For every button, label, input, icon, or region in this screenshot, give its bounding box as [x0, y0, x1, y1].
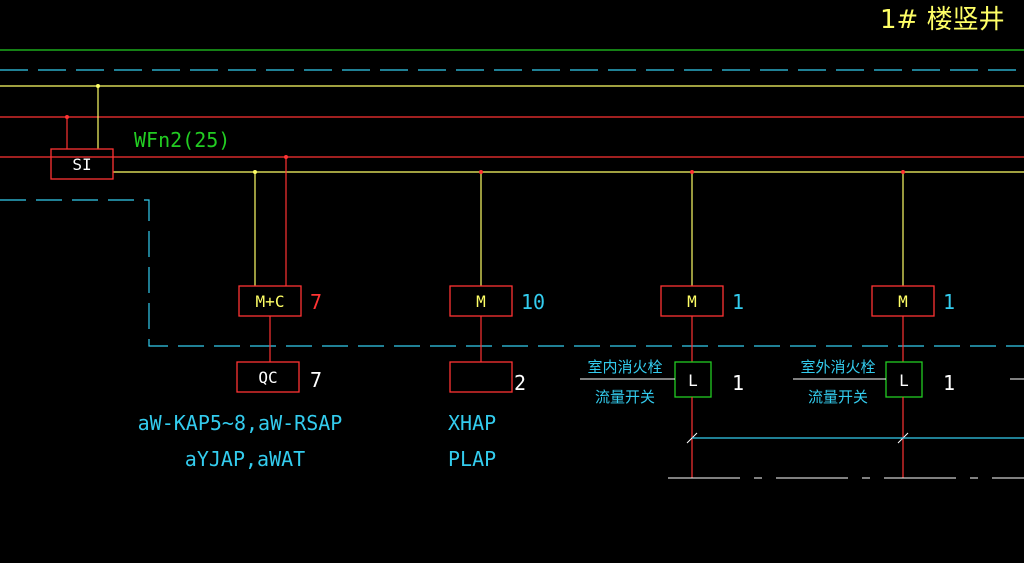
flow-switch-1-label: L — [688, 371, 698, 390]
device-notes-left-line2: aYJAP,aWAT — [185, 447, 305, 471]
cyan-dashed-boundary — [0, 199, 1024, 347]
flow-switch-1-count: 1 — [732, 371, 744, 395]
junction-dot — [901, 170, 905, 174]
module-1-count: 7 — [310, 290, 322, 314]
junction-dot — [65, 115, 69, 119]
blank-box — [449, 361, 513, 393]
flow-switch-2-line1: 室外消火栓 — [800, 358, 875, 376]
qc-count: 7 — [310, 368, 322, 392]
junction-dot — [479, 170, 483, 174]
flow-switch-2-count: 1 — [943, 371, 955, 395]
module-4-count: 1 — [943, 290, 955, 314]
qc-label: QC — [258, 368, 277, 387]
bus-label: WFn2(25) — [134, 128, 230, 152]
qc-box — [236, 361, 300, 393]
si-panel-label: SI — [72, 155, 91, 174]
junction-dot — [253, 170, 257, 174]
module-1-label: M+C — [256, 292, 285, 311]
flow-switch-2-label: L — [899, 371, 909, 390]
module-3-label: M — [687, 292, 697, 311]
junction-dot — [96, 84, 100, 88]
device-notes-left-line1: aW-KAP5~8,aW-RSAP — [138, 411, 343, 435]
flow-switch-1-line1: 室内消火栓 — [587, 358, 662, 376]
module-4-label: M — [898, 292, 908, 311]
junction-dot — [284, 155, 288, 159]
shaft-title: 1# 楼竖井 — [880, 5, 1005, 35]
si-panel-box — [50, 148, 114, 180]
flow-switch-2-line2: 流量开关 — [808, 388, 868, 406]
module-2-label: M — [476, 292, 486, 311]
module-2-count: 10 — [521, 290, 545, 314]
device-notes-mid-line2: PLAP — [448, 447, 496, 471]
blank-box-count: 2 — [514, 371, 526, 395]
module-3-count: 1 — [732, 290, 744, 314]
junction-dot — [690, 170, 694, 174]
flow-switch-1-line2: 流量开关 — [595, 388, 655, 406]
device-notes-mid-line1: XHAP — [448, 411, 496, 435]
